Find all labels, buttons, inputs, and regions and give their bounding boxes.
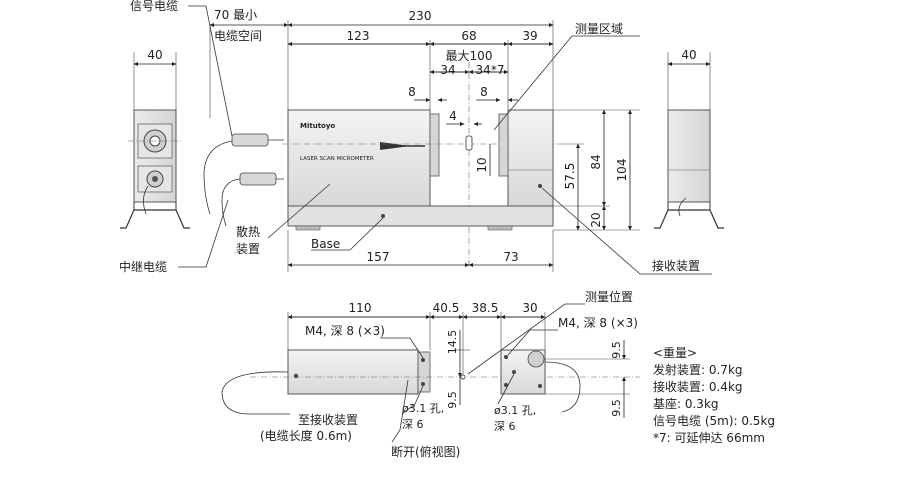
weight-receiver: 接收装置: 0.4kg [653,379,743,394]
leader-m4-right [507,329,558,356]
dim-104: 104 [615,159,629,182]
dim-123: 123 [347,29,370,43]
weights-title: <重量> [653,346,697,360]
dim-20: 20 [589,212,603,227]
dim-34b: 34*7 [476,63,505,77]
dim-9-5a: 9.5 [446,391,459,409]
dim-73: 73 [503,250,518,264]
emitter-unit [287,109,431,207]
label-section-view: 断开(俯视图) [391,444,460,459]
weight-list: <重量> 发射装置: 0.7kg 接收装置: 0.4kg 基座: 0.3kg 信… [653,346,775,445]
label-cable-space-dim: 70 最小 [214,8,257,22]
weight-base: 基座: 0.3kg [653,396,719,411]
label-base: Base [311,237,340,251]
top-view: 110 40.5 38.5 30 14.5 9.5 9.5 9.5 [221,289,640,459]
label-relay-cable: 中继电缆 [119,259,167,274]
dim-right-width: 40 [681,48,696,62]
side-cable [143,185,149,215]
label-hole-right-2: 深 6 [494,420,516,433]
label-heat-sink-1: 散热 [236,224,260,239]
leader-heat-sink [267,183,331,239]
leader-section-view [391,379,409,443]
leader-relay-cable [178,199,229,268]
label-hole-left-2: 深 6 [402,418,424,431]
left-side-view: 40 [120,48,190,229]
dim-8b: 8 [480,85,488,99]
dim-57-5: 57.5 [563,163,577,190]
weight-cable: 信号电缆 (5m): 0.5kg [653,414,775,428]
label-m4-right: M4, 深 8 (×3) [558,316,638,330]
leader-base [311,217,384,251]
dim-4: 4 [449,109,457,123]
leader-hole-left [401,385,424,415]
dim-34a: 34 [440,63,455,77]
label-measuring-position: 测量位置 [585,289,633,304]
dim-40-5: 40.5 [433,301,460,315]
right-side-view: 40 [654,48,724,229]
emitter-top-cable [221,371,290,415]
relay-cable-line [221,178,284,227]
dim-9-5b: 9.5 [610,341,623,359]
label-m4-left: M4, 深 8 (×3) [305,324,385,338]
leader-measuring-region [493,35,640,131]
emitter-window [429,113,440,177]
leader-m4-left [380,337,424,359]
leader-signal-cable [188,5,233,137]
dim-110: 110 [349,301,372,315]
dim-max100: 最大100 [446,49,493,63]
label-heat-sink-2: 装置 [236,242,260,256]
label-cable-length: (电缆长度 0.6m) [260,428,352,443]
dim-9-5c: 9.5 [610,399,623,417]
receiver-side-body [667,109,711,203]
dim-68: 68 [461,29,476,43]
emitter-feet [120,209,190,229]
dim-8a: 8 [408,85,416,99]
dim-157: 157 [367,250,390,264]
dim-84: 84 [589,154,603,169]
dim-38-5: 38.5 [472,301,499,315]
label-hole-right-1: ø3.1 孔, [494,404,536,417]
receiver-top-cable [544,361,581,413]
base-plate [287,205,554,227]
dim-total: 230 [409,9,432,23]
label-receiver: 接收装置 [652,258,700,273]
dim-14-5: 14.5 [446,330,459,355]
receiver-unit [507,109,554,207]
brand-logo: Mitutoyo [300,122,335,130]
signal-cable-line [203,139,284,215]
leader-receiver [541,187,712,275]
dim-39: 39 [522,29,537,43]
label-to-receiver: 至接收装置 [298,412,358,427]
dim-30: 30 [522,301,537,315]
label-cable-space: 电缆空间 [214,29,262,43]
cable-annotations: 信号电缆 70 最小 电缆空间 中继电缆 [119,0,289,274]
leader-hole-right [497,373,515,405]
front-view: 230 123 68 39 最大100 34 34*7 8 8 4 Mituto… [236,9,712,275]
weight-emitter: 发射装置: 0.7kg [653,362,743,377]
dim-10: 10 [475,157,489,172]
dim-left-width: 40 [147,48,162,62]
weight-note: *7: 可延伸达 66mm [653,431,765,445]
emitter-top [287,349,419,395]
product-name: LASER SCAN MICROMETER [300,156,374,162]
receiver-feet [654,209,724,229]
leader-measuring-position [467,303,585,375]
label-measuring-region: 测量区域 [575,22,623,36]
label-signal-cable: 信号电缆 [130,0,178,13]
label-hole-left-1: ø3.1 孔, [402,402,444,415]
